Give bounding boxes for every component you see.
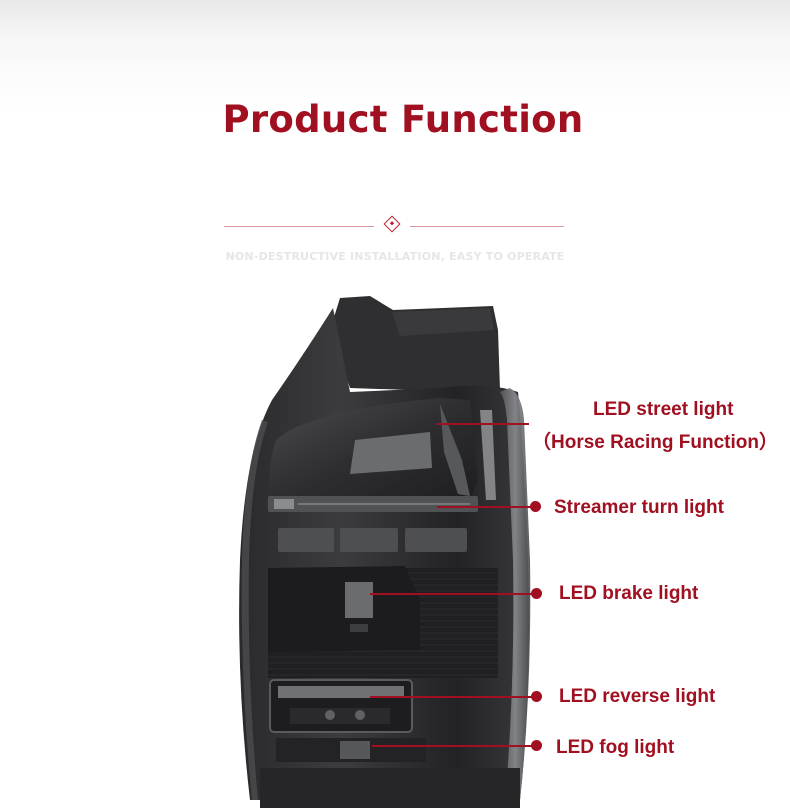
callout-line-street [437,423,529,425]
callout-dot-fog [531,740,542,751]
label-reverse-light: LED reverse light [559,686,716,707]
label-street-light-sub: （Horse Racing Function） [532,432,778,453]
page-subtitle: NON-DESTRUCTIVE INSTALLATION, EASY TO OP… [225,250,565,263]
callout-line-brake [370,593,534,595]
label-streamer-turn-light: Streamer turn light [554,497,724,518]
divider-left-line [224,226,374,227]
callout-dot-reverse [531,691,542,702]
callout-dot-streamer [530,501,541,512]
callout-dot-brake [531,588,542,599]
callout-line-reverse [370,696,534,698]
callout-line-fog [372,745,534,747]
label-fog-light: LED fog light [556,737,675,758]
label-street-light: LED street light [593,399,734,420]
page-title: Product Function [222,98,584,141]
label-brake-light: LED brake light [559,583,699,604]
callout-line-streamer [437,506,533,508]
divider-right-line [410,226,564,227]
